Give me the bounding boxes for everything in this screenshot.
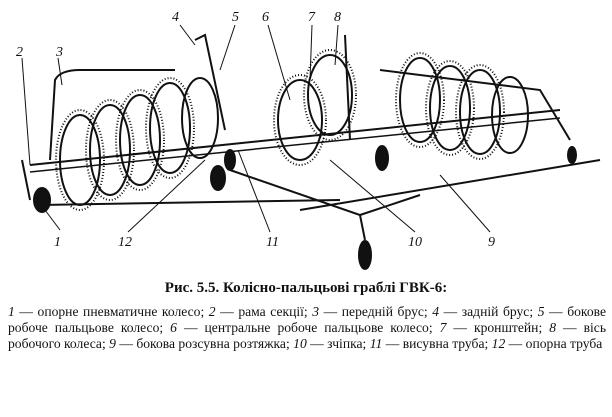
legend-text: зчіпка; — [327, 336, 367, 352]
legend-dash: — — [505, 336, 526, 352]
legend-item-11: 11 — висувна труба; — [370, 336, 489, 351]
side-rake-wheels-left — [55, 77, 219, 211]
figure-legend: 1 — опорне пневматичне колесо; 2 — рама … — [8, 304, 606, 353]
legend-item-5: 5 — бокове робоче пальцьове колесо; — [8, 304, 606, 335]
legend-dash: — — [215, 304, 239, 319]
support-wheels — [33, 145, 577, 270]
side-rake-wheels-right — [395, 52, 529, 160]
legend-number: 4 — [432, 304, 440, 319]
callout-2: 2 — [16, 45, 23, 60]
figure-caption: Рис. 5.5. Колісно-пальцьові граблі ГВК-6… — [164, 280, 448, 296]
legend-item-1: 1 — опорне пневматичне колесо; — [8, 304, 204, 319]
legend-text: кронштейн; — [473, 320, 543, 336]
legend-dash: — — [382, 336, 403, 352]
legend-number: 7 — [439, 320, 447, 336]
legend-text: передній брус; — [341, 304, 428, 319]
callout-6: 6 — [262, 10, 269, 25]
callout-11: 11 — [266, 235, 279, 250]
legend-dash: — — [446, 320, 474, 336]
legend-dash: — — [306, 336, 328, 352]
legend-dash: — — [115, 336, 137, 352]
rake-drawing: 1 2 3 4 5 6 7 8 9 10 11 12 — [16, 10, 601, 270]
legend-item-6: 6 — центральне робоче пальцьове колесо; — [170, 320, 432, 335]
callout-3: 3 — [55, 45, 63, 60]
legend-number: 1 — [8, 304, 15, 319]
legend-text: бокова розсувна розтяжка; — [136, 336, 290, 352]
legend-dash: — — [319, 304, 342, 319]
legend-dash: — — [439, 304, 462, 319]
legend-dash: — — [176, 320, 205, 336]
central-rake-wheels — [273, 49, 357, 166]
callout-9: 9 — [488, 235, 495, 250]
legend-text: вісь робочого колеса; — [8, 320, 607, 352]
legend-number: 8 — [549, 320, 557, 336]
legend-number: 9 — [109, 336, 116, 352]
legend-item-4: 4 — задній брус; — [432, 304, 533, 319]
callout-4: 4 — [172, 10, 179, 25]
legend-text: центральне робоче пальцьове колесо; — [204, 320, 433, 336]
callout-8: 8 — [334, 10, 341, 25]
legend-item-9: 9 — бокова розсувна розтяжка; — [109, 336, 290, 351]
legend-dash: — — [556, 320, 584, 336]
legend-text: бокове робоче пальцьове колесо; — [8, 304, 606, 336]
legend-number: 12 — [491, 336, 506, 352]
legend-item-12: 12 — опорна труба — [492, 336, 603, 351]
legend-number: 11 — [369, 336, 383, 352]
legend-item-7: 7 — кронштейн; — [440, 320, 543, 335]
legend-number: 2 — [208, 304, 216, 319]
legend-text: рама секції; — [238, 304, 308, 319]
legend-item-10: 10 — зчіпка; — [293, 336, 366, 351]
legend-dash: — — [544, 304, 568, 319]
legend-dash: — — [14, 304, 38, 319]
callout-12: 12 — [118, 235, 132, 250]
legend-number: 6 — [170, 320, 177, 336]
legend-item-2: 2 — рама секції; — [209, 304, 308, 319]
callout-1: 1 — [54, 235, 61, 250]
callout-10: 10 — [408, 235, 422, 250]
legend-item-3: 3 — передній брус; — [312, 304, 427, 319]
legend-text: висувна труба; — [402, 336, 489, 352]
legend-number: 5 — [537, 304, 545, 319]
callout-7: 7 — [308, 10, 316, 25]
legend-item-8: 8 — вісь робочого колеса; — [8, 320, 606, 351]
callout-5: 5 — [232, 10, 239, 25]
legend-text: опорне пневматичне колесо; — [37, 304, 205, 319]
legend-number: 10 — [293, 336, 307, 352]
legend-text: опорна труба — [525, 336, 603, 352]
legend-number: 3 — [312, 304, 320, 319]
legend-text: задній брус; — [461, 304, 534, 319]
